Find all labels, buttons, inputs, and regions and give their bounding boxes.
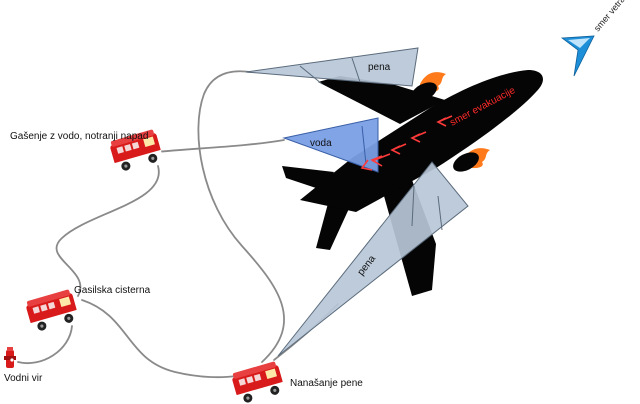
label-truck-tanker: Gasilska cisterna	[74, 285, 151, 296]
hose-tanker-to-water-truck	[55, 165, 160, 297]
hose-lines	[17, 70, 339, 379]
aircraft-engine-left	[411, 82, 437, 102]
hose-hydrant-to-tanker	[17, 325, 73, 364]
label-water: voda	[310, 138, 332, 149]
evacuation-arrow-5	[360, 159, 373, 171]
label-wind: smer vetra	[592, 0, 627, 33]
foam-cone-bottom-edge-2	[437, 195, 443, 231]
label-foam-top: pena	[368, 62, 391, 73]
water-cone	[282, 117, 379, 173]
evacuation-arrow-3	[390, 143, 407, 155]
evacuation-arrows	[360, 115, 453, 171]
evacuation-arrow-1	[436, 115, 453, 127]
aircraft-wing-upper	[318, 76, 445, 124]
aircraft	[282, 70, 543, 296]
aircraft-engine-right	[453, 152, 479, 172]
aircraft-fuselage	[300, 70, 543, 212]
wind-arrow-icon	[560, 35, 595, 77]
aircraft-stabilizer-lower	[316, 196, 352, 250]
foam-cone-top-edge-2	[351, 57, 361, 83]
foam-cone-top-edge	[299, 65, 323, 85]
hose-tanker-to-foam-truck	[81, 299, 237, 379]
evacuation-arrow-4	[370, 153, 391, 167]
agent-streams	[245, 47, 469, 357]
fire-truck-foam-icon	[232, 361, 284, 403]
foam-cone-bottom	[277, 161, 469, 357]
label-truck-foam: Nanašanje pene	[290, 378, 363, 389]
water-cone-edge	[361, 125, 367, 165]
label-hydrant: Vodni vir	[4, 373, 43, 384]
wind-indicator	[560, 35, 595, 77]
evacuation-arrow-2	[410, 131, 427, 143]
fire-truck-water-icon	[110, 129, 162, 171]
hose-water-truck-to-water-cone	[155, 139, 285, 153]
hydrant-icon	[4, 347, 16, 368]
foam-cone-top	[245, 47, 419, 87]
label-truck-water: Gašenje z vodo, notranji napad	[10, 131, 148, 142]
hose-foam-truck-to-top-foam	[197, 70, 285, 363]
wind-arrow-icon-highlight	[568, 38, 590, 48]
foam-cone-bottom-edge	[411, 185, 415, 227]
fire-truck-tanker-icon	[26, 289, 78, 331]
